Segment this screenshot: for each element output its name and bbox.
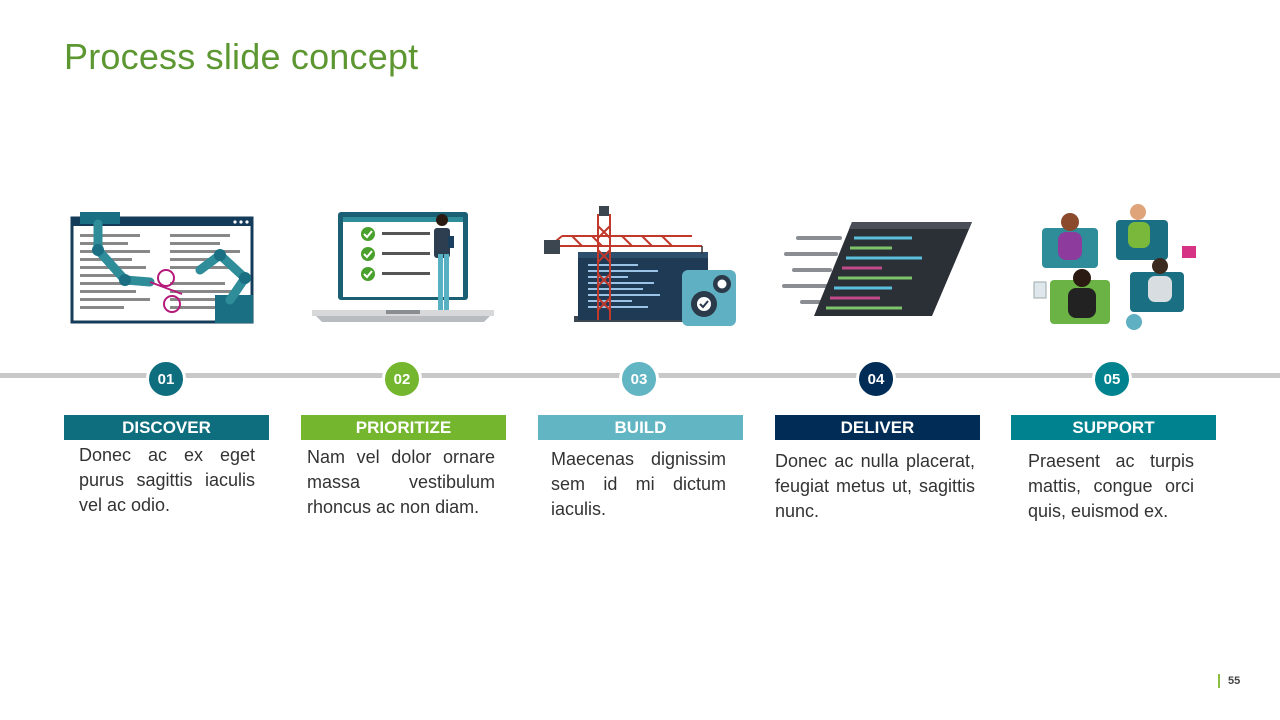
step-number-05: 05	[1092, 359, 1132, 399]
step-label-build: BUILD	[538, 415, 743, 440]
step-number-04: 04	[856, 359, 896, 399]
crane-code-gears-icon	[544, 206, 736, 326]
step-description-discover: Donec ac ex eget purus sagittis iaculis …	[79, 445, 255, 515]
step-number-02: 02	[382, 359, 422, 399]
robot-arms-document-icon	[70, 212, 254, 324]
step-description-support: Praesent ac turpis mattis, congue orci q…	[1028, 451, 1194, 521]
page-number: 55	[1218, 674, 1240, 688]
page-title: Process slide concept	[64, 36, 419, 77]
step-label-discover: DISCOVER	[64, 415, 269, 440]
step-number-01: 01	[146, 359, 186, 399]
fast-code-window-icon	[782, 222, 972, 316]
laptop-checklist-person-icon	[312, 212, 494, 322]
step-label-support: SUPPORT	[1011, 415, 1216, 440]
step-description-deliver: Donec ac nulla placerat, feugiat metus u…	[775, 451, 975, 521]
step-description-prioritize: Nam vel dolor ornare massa vestibulum rh…	[307, 447, 495, 517]
step-label-deliver: DELIVER	[775, 415, 980, 440]
step-label-prioritize: PRIORITIZE	[301, 415, 506, 440]
step-number-03: 03	[619, 359, 659, 399]
step-description-build: Maecenas dignissim sem id mi dictum iacu…	[551, 449, 726, 519]
video-call-team-icon	[1033, 204, 1196, 330]
